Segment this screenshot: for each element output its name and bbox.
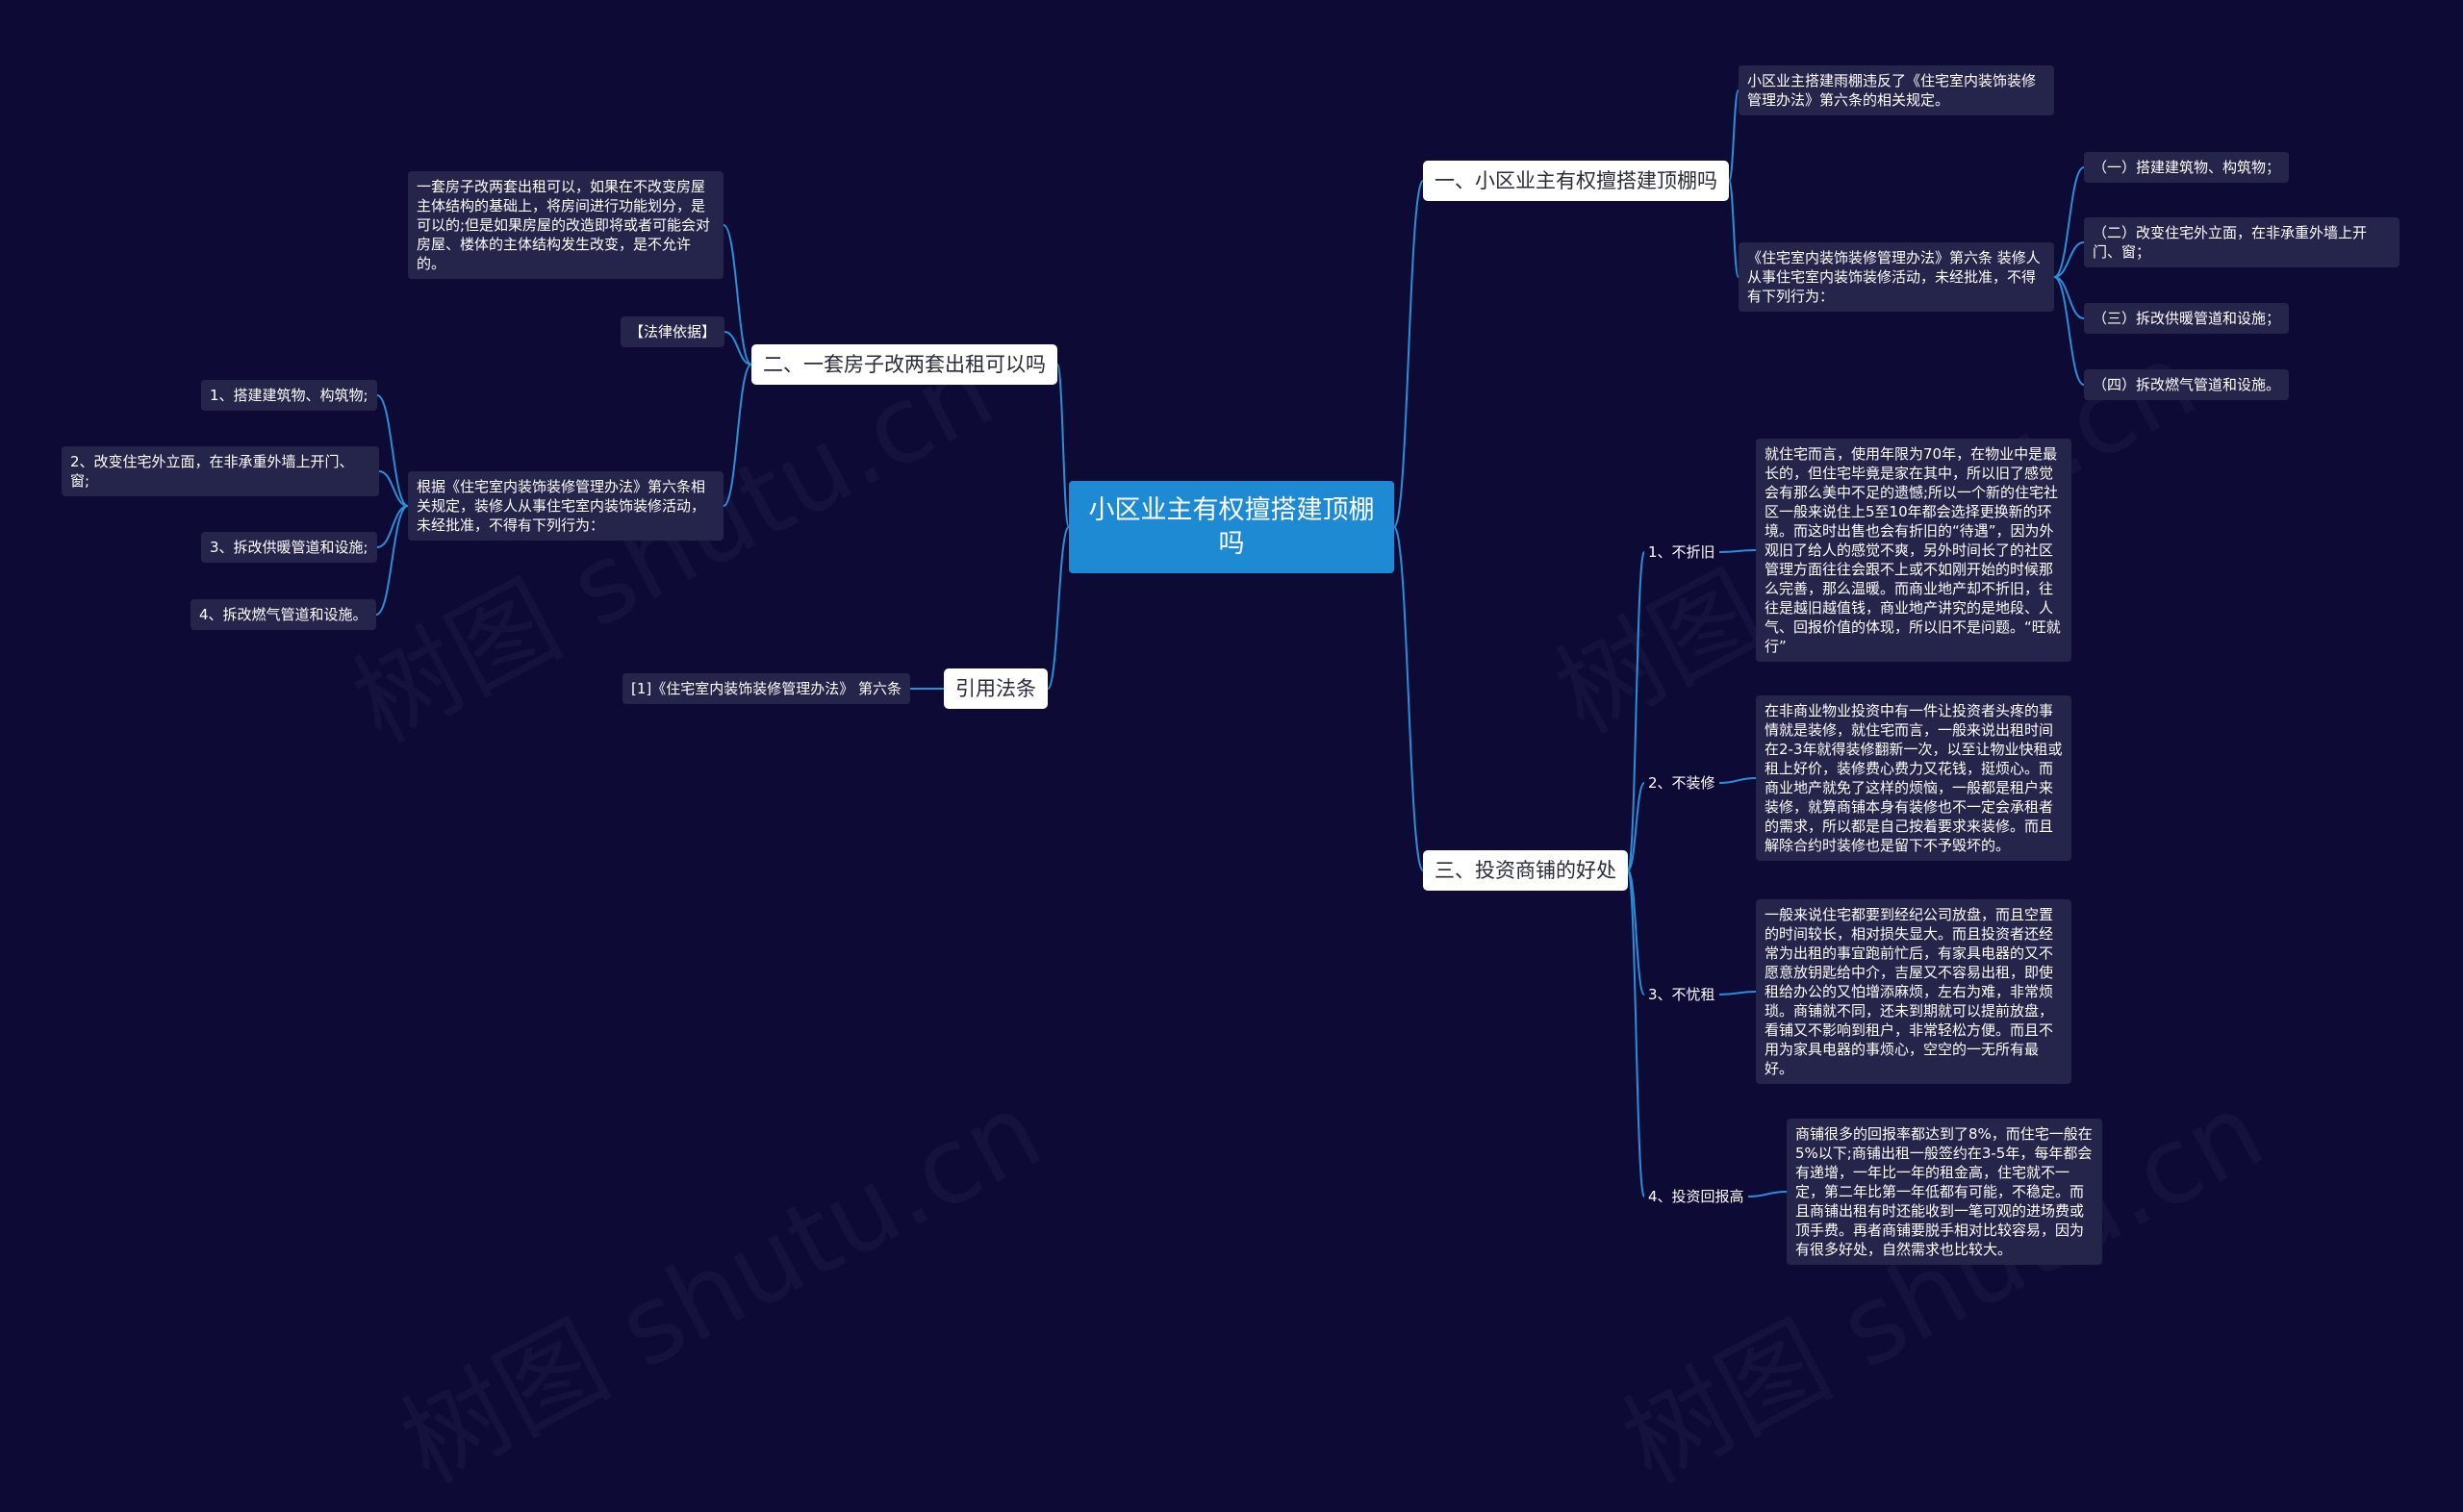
citation-reference[interactable]: [1]《住宅室内装饰装修管理办法》 第六条 — [622, 673, 911, 704]
connector-line — [1718, 991, 1757, 995]
connector-line — [375, 505, 409, 616]
connector-line — [2053, 166, 2085, 278]
split-rental-rule-item[interactable]: 4、拆改燃气管道和设施。 — [190, 599, 376, 630]
connector-line — [1718, 777, 1757, 784]
connector-layer — [375, 89, 2085, 1197]
connector-line — [378, 470, 409, 507]
connector-line — [724, 331, 752, 365]
connector-line — [1627, 869, 1645, 995]
branch-topic-shop-benefits[interactable]: 三、投资商铺的好处 — [1423, 850, 1628, 891]
connector-line — [723, 224, 752, 365]
canopy-rule-item[interactable]: （一）搭建建筑物、构筑物； — [2084, 152, 2290, 183]
split-rental-rule-item[interactable]: 2、改变住宅外立面，在非承重外墙上开门、窗; — [62, 446, 379, 496]
branch-topic-split-rental[interactable]: 二、一套房子改两套出租可以吗 — [751, 344, 1057, 385]
root-to-branch-connector — [1393, 526, 1424, 871]
split-rental-rule-item[interactable]: 1、搭建建筑物、构筑物; — [201, 380, 377, 411]
connector-line — [1627, 869, 1645, 1197]
connector-line — [2053, 241, 2085, 278]
connector-line — [376, 394, 409, 507]
connector-line — [1728, 180, 1739, 278]
canopy-rule-item[interactable]: （四）拆改燃气管道和设施。 — [2084, 369, 2290, 400]
split-rental-rule-text[interactable]: 根据《住宅室内装饰装修管理办法》第六条相关规定，装修人从事住宅室内装饰装修活动，… — [408, 471, 724, 541]
root-to-branch-connector — [1056, 364, 1070, 528]
branch-topic-citations[interactable]: 引用法条 — [944, 668, 1048, 709]
legal-basis-tag[interactable]: 【法律依据】 — [621, 316, 725, 347]
connector-line — [1627, 782, 1645, 871]
connector-line — [2053, 276, 2085, 319]
root-topic[interactable]: 小区业主有权擅搭建顶棚吗 — [1069, 481, 1394, 573]
connector-line — [1747, 1191, 1788, 1197]
canopy-violation-note[interactable]: 小区业主搭建雨棚违反了《住宅室内装饰装修管理办法》第六条的相关规定。 — [1739, 65, 2054, 115]
connector-line — [376, 505, 409, 548]
connector-line — [723, 364, 752, 507]
connector-line — [1728, 89, 1739, 182]
benefit-label[interactable]: 4、投资回报高 — [1648, 1188, 1744, 1205]
connector-line — [1718, 549, 1757, 553]
root-to-branch-connector — [1047, 526, 1070, 690]
branch-topic-illegal-canopy[interactable]: 一、小区业主有权擅搭建顶棚吗 — [1423, 161, 1729, 201]
connector-line — [1627, 551, 1645, 871]
split-rental-rule-item[interactable]: 3、拆改供暖管道和设施; — [201, 532, 377, 563]
benefit-detail[interactable]: 一般来说住宅都要到经纪公司放盘，而且空置的时间较长，相对损失显大。而且投资者还经… — [1756, 899, 2071, 1084]
canopy-rule-item[interactable]: （三）拆改供暖管道和设施； — [2084, 303, 2290, 334]
benefit-label[interactable]: 1、不折旧 — [1648, 543, 1715, 561]
split-rental-explanation[interactable]: 一套房子改两套出租可以，如果在不改变房屋主体结构的基础上，将房间进行功能划分，是… — [408, 171, 724, 279]
benefit-label[interactable]: 2、不装修 — [1648, 774, 1715, 792]
canopy-rule-text[interactable]: 《住宅室内装饰装修管理办法》第六条 装修人从事住宅室内装饰装修活动，未经批准，不… — [1739, 242, 2054, 312]
root-to-branch-connector — [1393, 180, 1424, 528]
benefit-detail[interactable]: 就住宅而言，使用年限为70年，在物业中是最长的，但住宅毕竟是家在其中，所以旧了感… — [1756, 439, 2071, 662]
canopy-rule-item[interactable]: （二）改变住宅外立面，在非承重外墙上开门、窗； — [2084, 217, 2400, 267]
benefit-label[interactable]: 3、不忧租 — [1648, 986, 1715, 1003]
connector-line — [2053, 276, 2085, 386]
mindmap-canvas: 树图 shutu.cn 树图 shutu.cn 树图 shutu.cn 树图 s… — [62, 65, 2400, 1265]
benefit-detail[interactable]: 在非商业物业投资中有一件让投资者头疼的事情就是装修，就住宅而言，一般来说出租时间… — [1756, 695, 2071, 861]
benefit-detail[interactable]: 商铺很多的回报率都达到了8%，而住宅一般在5%以下;商铺出租一般签约在3-5年，… — [1787, 1119, 2102, 1265]
